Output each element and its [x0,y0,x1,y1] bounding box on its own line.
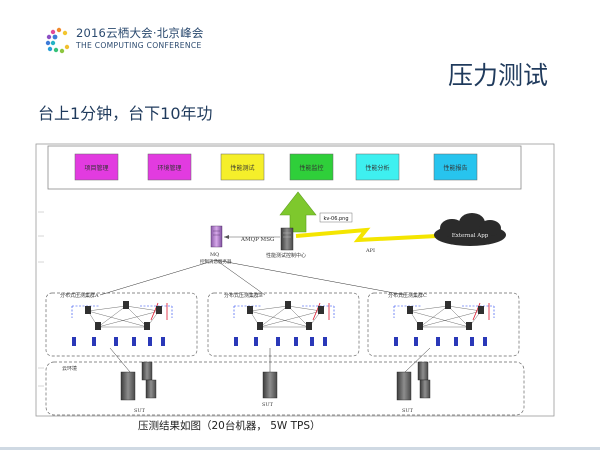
module-box: 性能分析 [355,153,400,181]
cluster-label: 分布式压测集群C [388,292,427,299]
amqp-label: AMQP MSG [240,237,274,243]
footer-bar [0,447,600,450]
api-label: API [365,248,375,254]
control-center-label: 性能测试控制中心 [266,252,306,259]
mq-server-icon [210,225,223,248]
module-label: 性能测试 [230,164,254,172]
conference-name: 2016云栖大会·北京峰会 [76,26,204,40]
module-box: 性能监控 [289,153,334,181]
cluster-label: 分布式压测集群A [60,292,99,299]
module-bar [47,145,522,190]
sut-label: SUT [134,408,146,414]
sut-server-group-icon [396,361,431,401]
conference-logo: 2016云栖大会·北京峰会 THE COMPUTING CONFERENCE [44,24,229,56]
page-title: 压力测试 [447,61,548,90]
mq-label: MQ [210,252,219,258]
cluster-panel: 分布式压测集群A [45,292,198,357]
module-box: 性能测试 [220,153,265,181]
popup-label: kv-06.png [324,216,349,222]
amqp-arrowhead [224,235,229,239]
api-lightning-icon [295,227,438,243]
conference-tagline: THE COMPUTING CONFERENCE [76,41,202,50]
external-app-label: External App [452,233,489,239]
page-subtitle: 台上1分钟，台下10年功 [38,104,213,123]
env-label: 云环境 [62,365,77,372]
module-box: 项目管理 [74,153,119,181]
control-center-server-icon [280,227,294,251]
sut-server-group-icon [120,361,157,401]
sut-server-group-icon [262,371,278,399]
module-label: 性能分析 [365,164,389,172]
sut-links [109,347,431,373]
module-label: 项目管理 [84,164,108,172]
conference-logo-icon [45,27,70,54]
green-up-arrow [279,191,317,233]
result-caption: 压测结果如图（20台机器， 5W TPS） [138,420,321,432]
cluster-panel: 分布式压测集群C [367,292,520,357]
module-box: 环境管理 [147,153,192,181]
sut-label: SUT [262,402,274,408]
cluster-label: 分布式压测集群B [224,292,263,299]
mq-sub-label: 控制消息服务器 [200,258,232,265]
cluster-panel: 分布式压测集群B [207,292,360,357]
mq-fan-links [99,259,406,296]
module-label: 性能报告 [443,164,467,172]
cloud-environment-panel [45,361,525,416]
external-app-cloud-icon [434,213,506,246]
module-label: 环境管理 [157,164,181,172]
left-ticks [38,211,44,387]
module-box: 性能报告 [433,153,478,181]
sut-label: SUT [402,408,414,414]
module-label: 性能监控 [299,164,323,172]
popup-tag [319,212,353,223]
